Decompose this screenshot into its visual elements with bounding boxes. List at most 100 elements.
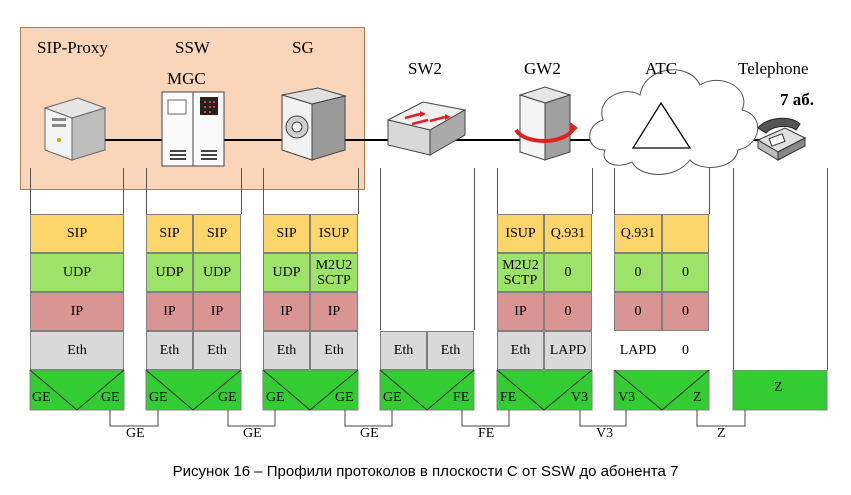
gw2-link-cell: Eth	[497, 331, 544, 370]
link-label: GE	[126, 426, 145, 441]
link-bracket	[344, 410, 393, 427]
phy-label: GE	[218, 390, 237, 405]
ssw-transport-cell: UDP	[146, 253, 193, 292]
link-bracket	[461, 410, 510, 427]
gw2-label: GW2	[524, 59, 561, 78]
phy-label: FE	[453, 390, 470, 405]
gw2-transport-cell: M2U2 SCTP	[497, 253, 544, 292]
sg-link-cell: Eth	[310, 331, 358, 370]
ssw-app-cell: SIP	[146, 214, 193, 253]
sg-network-cell: IP	[263, 292, 310, 331]
phy-telephone	[732, 370, 828, 411]
guide-line	[263, 168, 264, 214]
link-label: FE	[478, 426, 495, 441]
atc-link-cell: LAPD	[614, 331, 662, 370]
phy-gw2	[496, 370, 593, 411]
atc-network-cell: 0	[614, 292, 662, 331]
phy-label: Z	[693, 390, 702, 405]
ssw-network-cell: IP	[193, 292, 241, 331]
guide-line	[380, 168, 381, 330]
link-bracket	[696, 410, 746, 427]
sg-link-cell: Eth	[263, 331, 310, 370]
telephone-label: Telephone	[738, 59, 809, 78]
gw2-network-cell: IP	[497, 292, 544, 331]
guide-line	[827, 168, 828, 370]
phy-sip-proxy	[29, 370, 125, 411]
phy-ssw	[145, 370, 242, 411]
ssw-link-cell: Eth	[193, 331, 241, 370]
sg-app-cell: ISUP	[310, 214, 358, 253]
sg-label: SG	[292, 38, 314, 57]
link-label: V3	[596, 426, 614, 441]
mgc-label: MGC	[167, 69, 206, 88]
ssw-link-cell: Eth	[146, 331, 193, 370]
gw2-app-cell: ISUP	[497, 214, 544, 253]
phy-label: V3	[618, 390, 636, 405]
gw2-network-cell: 0	[544, 292, 592, 331]
guide-line	[474, 168, 475, 330]
guide-line	[358, 168, 359, 214]
physical-layer	[29, 370, 828, 427]
guide-line	[592, 168, 593, 214]
sg-transport-cell: UDP	[263, 253, 310, 292]
sg-transport-cell: M2U2 SCTP	[310, 253, 358, 292]
phy-label: FE	[500, 390, 517, 405]
phy-label: GE	[32, 390, 51, 405]
sip-proxy-link-cell: Eth	[30, 331, 124, 370]
ssw-app-cell: SIP	[193, 214, 241, 253]
sip-proxy-network-cell: IP	[30, 292, 124, 331]
link-bracket	[109, 410, 159, 427]
gw2-transport-cell: 0	[544, 253, 592, 292]
link-label: GE	[360, 426, 379, 441]
atc-network-cell: 0	[662, 292, 709, 331]
link-bracket	[579, 410, 627, 427]
phy-sw2	[379, 370, 475, 411]
sip-proxy-transport-cell: UDP	[30, 253, 124, 292]
phy-label: GE	[383, 390, 402, 405]
atc-transport-cell: 0	[614, 253, 662, 292]
subscriber-label: 7 аб.	[780, 90, 814, 109]
switch-icon	[386, 101, 467, 156]
device-icons	[43, 69, 807, 175]
phy-label: GE	[101, 390, 120, 405]
link-bracket	[227, 410, 276, 427]
server-icon	[43, 97, 107, 161]
guide-line	[614, 168, 615, 214]
gw2-link-cell: LAPD	[544, 331, 592, 370]
phy-sg	[262, 370, 359, 411]
phy-label: V3	[571, 390, 589, 405]
phy-atc	[613, 370, 710, 411]
figure-caption: Рисунок 16 – Профили протоколов в плоско…	[172, 463, 679, 480]
guide-line	[241, 168, 242, 214]
phy-label: Z	[774, 380, 783, 395]
sw2-label: SW2	[408, 59, 442, 78]
guide-line	[733, 168, 734, 370]
sg-network-cell: IP	[310, 292, 358, 331]
guide-line	[146, 168, 147, 214]
ssw-label: SSW	[175, 38, 210, 57]
media-gateway-icon	[514, 86, 578, 161]
guide-line	[709, 168, 710, 214]
sip-proxy-app-cell: SIP	[30, 214, 124, 253]
sw2-link-cell: Eth	[427, 331, 474, 370]
sw2-link-cell: Eth	[380, 331, 427, 370]
atc-triangle-icon	[631, 101, 692, 149]
atc-link-cell: 0	[662, 331, 709, 370]
phy-label: GE	[266, 390, 285, 405]
phy-label: GE	[149, 390, 168, 405]
ssw-network-cell: IP	[146, 292, 193, 331]
guide-line	[123, 168, 124, 214]
signaling-gateway-icon	[281, 87, 347, 161]
sip-proxy-label: SIP-Proxy	[37, 38, 108, 57]
atc-app-cell: Q.931	[614, 214, 662, 253]
softswitch-icon	[161, 91, 225, 167]
gw2-app-cell: Q.931	[544, 214, 592, 253]
guide-line	[497, 168, 498, 214]
guide-line	[30, 168, 31, 214]
sg-app-cell: SIP	[263, 214, 310, 253]
atc-label: ATC	[645, 59, 678, 78]
ssw-transport-cell: UDP	[193, 253, 241, 292]
atc-app-cell	[662, 214, 709, 253]
phy-label: GE	[335, 390, 354, 405]
